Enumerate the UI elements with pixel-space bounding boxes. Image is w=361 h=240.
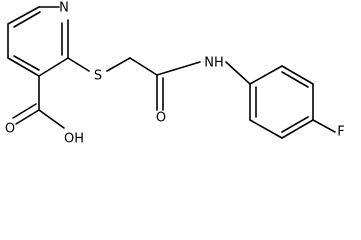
carboxylic-acid-group bbox=[12, 75, 65, 129]
bond-ph-2-3-inner bbox=[281, 71, 309, 88]
bond-ph-4-5 bbox=[281, 119, 314, 139]
bond-carboxyl-o bbox=[15, 109, 40, 125]
atom-label-sulfur: S bbox=[94, 69, 102, 84]
bond-ch2-carbonyl bbox=[129, 57, 158, 76]
atom-label-carbonyl-oxygen: O bbox=[156, 111, 166, 126]
bond-c3-c2 bbox=[7, 57, 40, 77]
bond-c5-c4-inner bbox=[13, 11, 41, 28]
bond-ph-1-2 bbox=[249, 65, 283, 85]
bond-ring-s bbox=[67, 57, 90, 72]
bond-carboxyl-oh bbox=[38, 109, 65, 129]
atom-label-nitrogen-ring: N bbox=[59, 1, 69, 16]
bond-carboxyl-o-double bbox=[12, 103, 37, 119]
bond-ph-4-5-inner bbox=[281, 116, 309, 133]
bond-ph-5-6 bbox=[249, 119, 283, 139]
bond-carbonyl-n bbox=[156, 61, 201, 76]
bond-s-ch2 bbox=[106, 57, 131, 72]
bond-c5-c4 bbox=[7, 6, 40, 25]
bond-c3-c2-inner bbox=[13, 55, 40, 71]
bond-aryl-f bbox=[312, 119, 336, 133]
atom-label-amide-nh: NH bbox=[204, 56, 224, 71]
fluorophenyl-ring bbox=[249, 65, 336, 139]
chemical-structure-diagram: N S O NH F OH O bbox=[5, 1, 345, 147]
amide-group bbox=[129, 57, 251, 111]
thioether-linker bbox=[67, 57, 131, 72]
bond-n-aryl bbox=[225, 61, 251, 85]
atom-label-fluorine: F bbox=[337, 125, 344, 140]
bond-c2-c1 bbox=[38, 57, 69, 77]
atom-label-acid-oxygen: O bbox=[5, 122, 15, 137]
atom-label-acid-oh: OH bbox=[64, 132, 84, 147]
pyridine-ring bbox=[7, 6, 69, 77]
bond-ph-2-3 bbox=[281, 65, 314, 85]
